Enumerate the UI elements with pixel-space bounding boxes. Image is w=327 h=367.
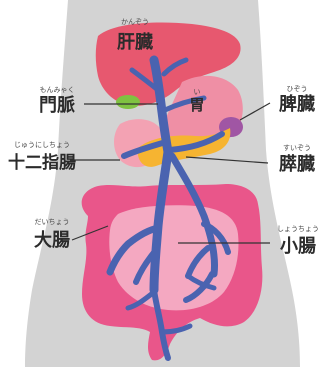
spleen-furigana: ひぞう	[287, 85, 308, 93]
duodenum-label: 十二指腸	[8, 152, 76, 173]
portal-vein-label: 門脈	[39, 94, 75, 116]
pancreas-furigana: すいぞう	[283, 144, 311, 152]
pancreas-label: 膵臓	[278, 153, 315, 175]
liver-furigana: かんぞう	[121, 18, 149, 26]
large-intestine-label: 大腸	[34, 229, 70, 251]
gallbladder-shape	[116, 95, 140, 109]
portal-vein-furigana: もんみゃく	[40, 86, 75, 94]
duodenum-furigana: じゅうにしちょう	[14, 141, 70, 149]
small-intestine-label: 小腸	[280, 236, 316, 257]
stomach-label: 胃	[189, 96, 204, 114]
stomach-furigana: い	[194, 88, 201, 96]
large-intestine-furigana: だいちょう	[35, 218, 70, 226]
small-intestine-furigana: しょうちょう	[277, 225, 319, 233]
spleen-label: 脾臓	[279, 93, 315, 115]
liver-label: 肝臓	[117, 32, 153, 53]
